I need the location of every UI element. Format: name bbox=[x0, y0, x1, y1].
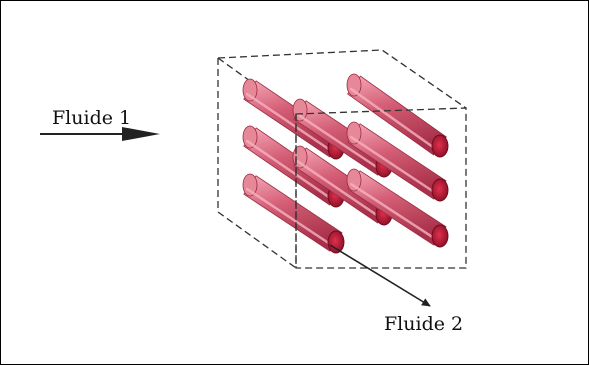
tube bbox=[346, 168, 449, 248]
fluid2-label: Fluide 2 bbox=[384, 313, 463, 335]
tube bbox=[346, 121, 449, 202]
tube bbox=[242, 173, 345, 254]
tube bbox=[346, 73, 449, 158]
tube-bundle bbox=[242, 73, 449, 254]
fluid2-arrow bbox=[329, 244, 431, 307]
cube-front bbox=[295, 107, 467, 269]
fluid1-label: Fluide 1 bbox=[52, 107, 131, 129]
fluid1-arrow bbox=[40, 127, 160, 141]
